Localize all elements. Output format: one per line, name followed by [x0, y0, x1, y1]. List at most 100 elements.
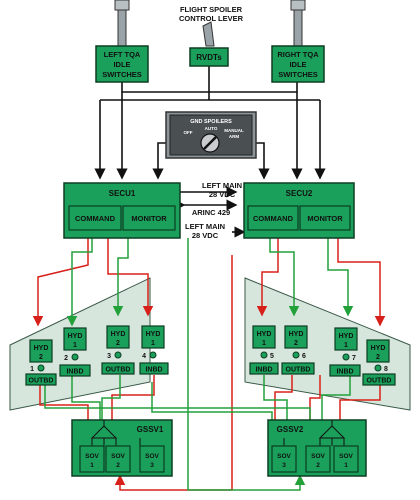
- secu2-title: SECU2: [286, 189, 313, 198]
- right-hyd-actuator-8: HYD 2 8: [366, 339, 390, 373]
- svg-text:3: 3: [107, 353, 111, 360]
- gnd-spoilers-label: GND SPOILERS: [190, 119, 232, 125]
- left-hyd-actuator-1: HYD 2 1: [29, 339, 53, 373]
- gssv2-label: GSSV2: [277, 425, 304, 434]
- left-tqa-label-2: IDLE: [113, 60, 130, 69]
- svg-text:2: 2: [316, 462, 320, 469]
- svg-text:HYD: HYD: [68, 333, 83, 340]
- svg-text:2: 2: [116, 340, 120, 347]
- lever-title-2: CONTROL LEVER: [179, 14, 244, 23]
- secu1-command-box: [68, 205, 122, 231]
- left-hyd-actuator-2: HYD 1 2: [63, 327, 87, 362]
- secu1-monitor-label: MONITOR: [131, 214, 167, 223]
- left-tqa-label-3: SWITCHES: [102, 70, 142, 79]
- off-label: OFF: [184, 130, 193, 135]
- svg-text:5: 5: [270, 353, 274, 360]
- svg-text:HYD: HYD: [339, 333, 354, 340]
- svg-text:HYD: HYD: [34, 345, 49, 352]
- right-outbd-2: OUTBD: [367, 378, 392, 385]
- svg-text:HYD: HYD: [257, 331, 272, 338]
- left-hyd-actuator-3: HYD 2 3: [106, 325, 130, 360]
- manual-label-2: ARM: [229, 134, 239, 139]
- left-inbd-1: INBD: [66, 369, 83, 376]
- svg-text:HYD: HYD: [289, 331, 304, 338]
- signal-wiring: [94, 66, 326, 238]
- svg-text:1: 1: [262, 340, 266, 347]
- arinc-label: ARINC 429: [192, 208, 230, 217]
- svg-text:1: 1: [90, 462, 94, 469]
- gssv1-valve-block: GSSV1 SOV 1 SOV 2 SOV 3: [71, 419, 173, 477]
- svg-text:2: 2: [294, 340, 298, 347]
- svg-text:2: 2: [39, 354, 43, 361]
- right-tqa-idle-switches: RIGHT TQA IDLE SWITCHES: [271, 45, 325, 83]
- svg-text:1: 1: [344, 462, 348, 469]
- svg-text:1: 1: [151, 340, 155, 347]
- svg-text:SOV: SOV: [145, 453, 159, 460]
- svg-text:7: 7: [352, 355, 356, 362]
- svg-text:HYD: HYD: [371, 345, 386, 352]
- svg-text:8: 8: [384, 366, 388, 373]
- svg-text:SOV: SOV: [111, 453, 125, 460]
- secu2-unit: SECU2 COMMAND MONITOR: [243, 182, 355, 239]
- secu2-command-box: [247, 205, 299, 231]
- svg-text:HYD: HYD: [111, 331, 126, 338]
- secu1-unit: SECU1 COMMAND MONITOR: [63, 182, 181, 239]
- svg-text:2: 2: [116, 462, 120, 469]
- gssv1-label: GSSV1: [137, 425, 164, 434]
- left-outbd-1: OUTBD: [29, 378, 54, 385]
- svg-text:SOV: SOV: [339, 453, 353, 460]
- power-label-b-1: LEFT MAIN: [185, 222, 225, 231]
- left-outbd-2: OUTBD: [106, 367, 131, 374]
- secu1-title: SECU1: [109, 189, 136, 198]
- svg-text:HYD: HYD: [146, 331, 161, 338]
- svg-text:SOV: SOV: [85, 453, 99, 460]
- right-tqa-label-3: SWITCHES: [278, 70, 318, 79]
- secu2-command-label: COMMAND: [253, 214, 294, 223]
- svg-text:1: 1: [30, 366, 34, 373]
- left-tqa-label-1: LEFT TQA: [104, 50, 141, 59]
- left-inbd-2: INBD: [145, 367, 162, 374]
- manual-label-1: MANUAL: [224, 128, 244, 133]
- green-wiring: [44, 238, 354, 491]
- svg-text:1: 1: [73, 342, 77, 349]
- right-inbd-2: INBD: [336, 369, 353, 376]
- secu2-monitor-label: MONITOR: [307, 214, 343, 223]
- svg-text:3: 3: [282, 462, 286, 469]
- secu2-monitor-box: [299, 205, 351, 231]
- svg-text:1: 1: [344, 342, 348, 349]
- power-label-a-2: 28 VDC: [209, 190, 236, 199]
- svg-text:SOV: SOV: [277, 453, 291, 460]
- svg-text:4: 4: [142, 353, 146, 360]
- lever-title-1: FLIGHT SPOILER: [180, 5, 243, 14]
- svg-text:2: 2: [376, 354, 380, 361]
- auto-label: AUTO: [205, 126, 218, 131]
- gnd-spoilers-switch-panel: GND SPOILERS AUTO OFF MANUAL ARM: [165, 111, 257, 159]
- secu1-monitor-box: [122, 205, 176, 231]
- right-tqa-label-2: IDLE: [289, 60, 306, 69]
- right-hyd-actuator-5: HYD 1 5: [252, 325, 276, 360]
- right-hyd-actuator-6: HYD 2 6: [284, 325, 308, 360]
- left-spoiler-labels: OUTBD INBD OUTBD INBD: [25, 362, 169, 386]
- rvdt-label: RVDTs: [196, 53, 222, 62]
- right-inbd-1: INBD: [255, 367, 272, 374]
- right-outbd-1: OUTBD: [286, 367, 311, 374]
- left-hyd-actuator-4: HYD 1 4: [141, 325, 165, 360]
- secu1-command-label: COMMAND: [75, 214, 116, 223]
- red-wiring: [32, 238, 386, 491]
- svg-text:3: 3: [150, 462, 154, 469]
- svg-text:6: 6: [302, 353, 306, 360]
- gssv2-valve-block: GSSV2 SOV 3 SOV 2 SOV 1: [267, 419, 367, 477]
- right-tqa-label-1: RIGHT TQA: [277, 50, 319, 59]
- rvdt-box: RVDTs: [189, 47, 229, 67]
- right-spoiler-labels: INBD OUTBD INBD OUTBD: [249, 362, 396, 386]
- right-thrust-lever: [290, 0, 306, 49]
- spoiler-lever-handle: [202, 21, 215, 47]
- power-label-a-1: LEFT MAIN: [202, 181, 242, 190]
- power-label-b-2: 28 VDC: [192, 231, 219, 240]
- left-tqa-idle-switches: LEFT TQA IDLE SWITCHES: [95, 45, 149, 83]
- svg-text:SOV: SOV: [311, 453, 325, 460]
- left-thrust-lever: [114, 0, 130, 49]
- svg-text:2: 2: [64, 355, 68, 362]
- right-hyd-actuator-7: HYD 1 7: [334, 327, 358, 362]
